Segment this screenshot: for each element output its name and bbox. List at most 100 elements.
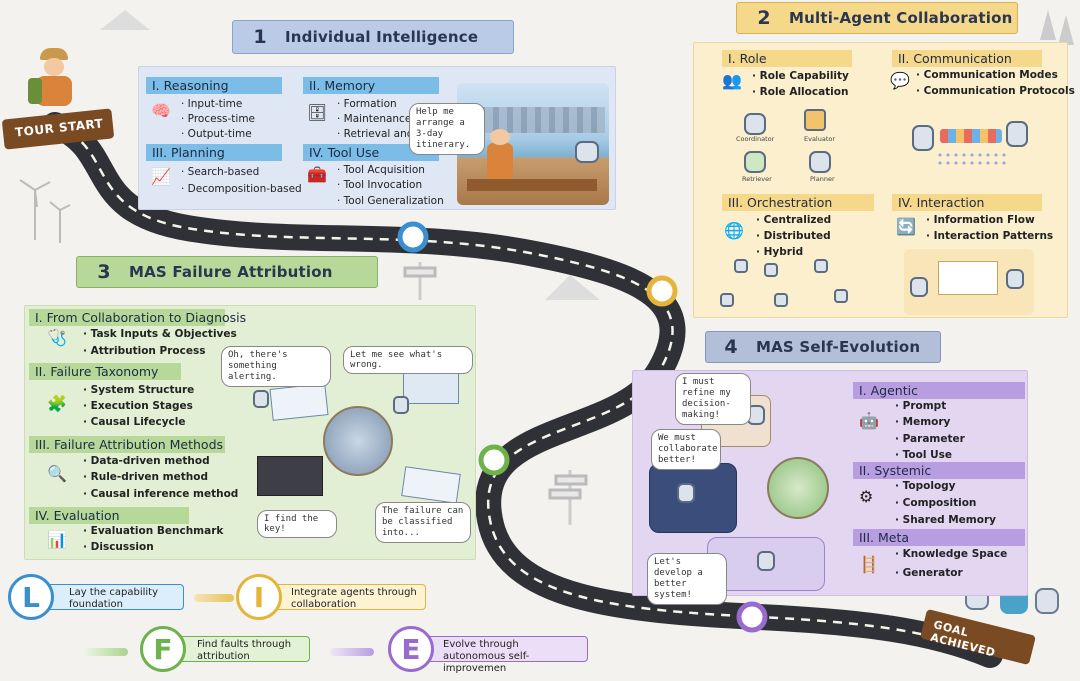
tourist-avatar xyxy=(28,48,80,110)
road-marker-green xyxy=(478,444,510,476)
reasoning-header: I. Reasoning xyxy=(146,77,282,94)
hierarchy-icon: 🌐 xyxy=(724,221,744,240)
reasoning-item: · Output-time xyxy=(181,128,252,140)
section-1-banner: 1 Individual Intelligence xyxy=(232,20,514,54)
planning-header: III. Planning xyxy=(146,144,282,161)
legend-l-letter: L xyxy=(8,574,54,620)
signpost-icon xyxy=(403,262,588,525)
tooluse-header: IV. Tool Use xyxy=(303,144,439,161)
mountain-icon xyxy=(100,10,600,300)
agentic-item: · Parameter xyxy=(895,433,965,445)
legend-i-box: Integrate agents through collaboration xyxy=(262,584,426,610)
role-caption: Evaluator xyxy=(804,135,836,143)
section-3-number: 3 xyxy=(97,261,111,283)
planner-robot xyxy=(809,151,831,173)
taxonomy-item: · Execution Stages xyxy=(83,400,193,412)
section-4-banner: 4 MAS Self-Evolution xyxy=(705,331,941,363)
planning-item: · Search-based xyxy=(181,166,260,178)
communication-item: · Communication Modes xyxy=(916,69,1058,81)
systemic-item: · Shared Memory xyxy=(895,514,996,526)
interaction-item: · Interaction Patterns xyxy=(926,230,1054,242)
chat-icon: 💬 xyxy=(890,71,910,90)
evaluator-robot xyxy=(804,109,826,131)
road-marker-blue xyxy=(397,221,429,253)
communication-scene xyxy=(906,111,1036,181)
reasoning-item: · Process-time xyxy=(181,113,256,125)
legend-arrow xyxy=(330,648,374,656)
orchestration-header: III. Orchestration xyxy=(722,194,874,211)
methods-item: · Causal inference method xyxy=(83,488,239,500)
database-icon: 🗄 xyxy=(307,103,328,122)
retriever-robot xyxy=(744,151,766,173)
tooluse-item: · Tool Generalization xyxy=(337,195,444,207)
interaction-item: · Information Flow xyxy=(926,214,1035,226)
robot-head-icon: 🤖 xyxy=(859,411,879,430)
systemic-header: II. Systemic xyxy=(853,462,1025,479)
role-caption: Retriever xyxy=(742,175,772,183)
evaluation-header: IV. Evaluation xyxy=(29,507,189,524)
methods-header: III. Failure Attribution Methods xyxy=(29,436,225,453)
legend-f-box: Find faults through attribution xyxy=(168,636,310,662)
road-marker-yellow xyxy=(646,275,678,307)
section-3-banner: 3 MAS Failure Attribution xyxy=(76,256,378,288)
legend-e-box: Evolve through autonomous self-improveme… xyxy=(414,636,588,674)
tree-icon xyxy=(1040,10,1074,45)
toolbox-icon: 🧰 xyxy=(307,165,327,184)
section-2-panel: I. Role 👥 · Role Capability · Role Alloc… xyxy=(693,42,1075,318)
evaluation-item: · Discussion xyxy=(83,541,154,553)
section-2-title: Multi-Agent Collaboration xyxy=(789,9,1013,27)
methods-item: · Data-driven method xyxy=(83,455,210,467)
planning-item: · Decomposition-based xyxy=(181,183,302,195)
stethoscope-icon: 🩺 xyxy=(47,328,67,347)
diagnosis-header: I. From Collaboration to Diagnosis xyxy=(29,309,246,326)
tooluse-item: · Tool Invocation xyxy=(337,179,423,191)
evaluation-item: · Evaluation Benchmark xyxy=(83,525,224,537)
role-item: · Role Capability xyxy=(752,70,849,82)
orchestration-scene xyxy=(714,259,864,315)
alert-speech-bubble: Oh, there's something alerting. xyxy=(221,346,331,387)
planning-chart-icon: 📈 xyxy=(151,167,171,186)
road-marker-purple xyxy=(736,601,768,633)
staircase-icon: 🪜 xyxy=(859,555,879,574)
section-3-title: MAS Failure Attribution xyxy=(129,263,333,281)
systemic-item: · Topology xyxy=(895,480,956,492)
section-2-banner: 2 Multi-Agent Collaboration xyxy=(736,2,1018,34)
orchestration-item: · Hybrid xyxy=(756,246,804,258)
orchestration-item: · Distributed xyxy=(756,230,831,242)
memory-item: · Formation xyxy=(337,98,397,110)
investigate-speech-bubble: Let me see what's wrong. xyxy=(343,346,473,374)
role-caption: Coordinator xyxy=(736,135,775,143)
legend-i-letter: I xyxy=(236,574,282,620)
section-2-number: 2 xyxy=(757,7,771,29)
diagnosis-item: · Attribution Process xyxy=(83,345,206,357)
travel-planning-scene xyxy=(457,83,609,205)
people-icon: 👥 xyxy=(722,71,742,90)
tooluse-item: · Tool Acquisition xyxy=(337,164,425,176)
section-1-title: Individual Intelligence xyxy=(285,28,479,46)
failure-attribution-scene xyxy=(253,366,473,516)
legend-f-text: Find faults through attribution xyxy=(197,639,292,662)
legend-arrow xyxy=(84,648,128,656)
taxonomy-item: · Causal Lifecycle xyxy=(83,416,186,428)
communication-header: II. Communication xyxy=(892,50,1042,67)
memory-header: II. Memory xyxy=(303,77,439,94)
brain-gear-icon: 🧠 xyxy=(151,101,171,120)
legend-arrow xyxy=(194,594,234,602)
interaction-header: IV. Interaction xyxy=(892,194,1042,211)
taxonomy-item: · System Structure xyxy=(83,384,195,396)
section-4-title: MAS Self-Evolution xyxy=(756,338,921,356)
agentic-item: · Tool Use xyxy=(895,449,952,461)
reasoning-item: · Input-time xyxy=(181,98,243,110)
classify-speech-bubble: The failure can be classified into... xyxy=(375,502,471,543)
interaction-icon: 🔄 xyxy=(896,217,916,236)
taxonomy-header: II. Failure Taxonomy xyxy=(29,363,181,380)
magnifier-icon: 🔍 xyxy=(47,464,67,483)
develop-speech-bubble: Let's develop a better system! xyxy=(647,553,727,605)
agentic-header: I. Agentic xyxy=(853,382,1025,399)
refine-speech-bubble: I must refine my decision-making! xyxy=(675,373,751,425)
legend-f-letter: F xyxy=(140,626,186,672)
role-header: I. Role xyxy=(722,50,852,67)
meta-item: · Knowledge Space xyxy=(895,548,1008,560)
legend-l-text: Lay the capability foundation xyxy=(69,587,159,610)
interaction-scene xyxy=(904,249,1034,315)
